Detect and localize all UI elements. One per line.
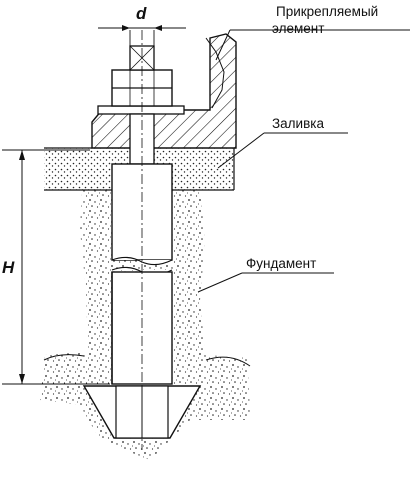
dimension-h-label: H <box>2 258 15 277</box>
grout-label: Заливка <box>272 116 324 131</box>
dimension-h <box>2 149 110 385</box>
attached-element <box>91 33 237 149</box>
attached-element-label-line2: элемент <box>272 21 325 36</box>
attached-element-label-line1: Прикрепляемый <box>276 4 379 19</box>
leader-lines <box>197 29 410 293</box>
anchor-bolt <box>82 30 202 450</box>
foundation-label: Фундамент <box>246 256 317 271</box>
dimension-d-label: d <box>136 4 147 23</box>
dimension-d <box>98 25 186 46</box>
